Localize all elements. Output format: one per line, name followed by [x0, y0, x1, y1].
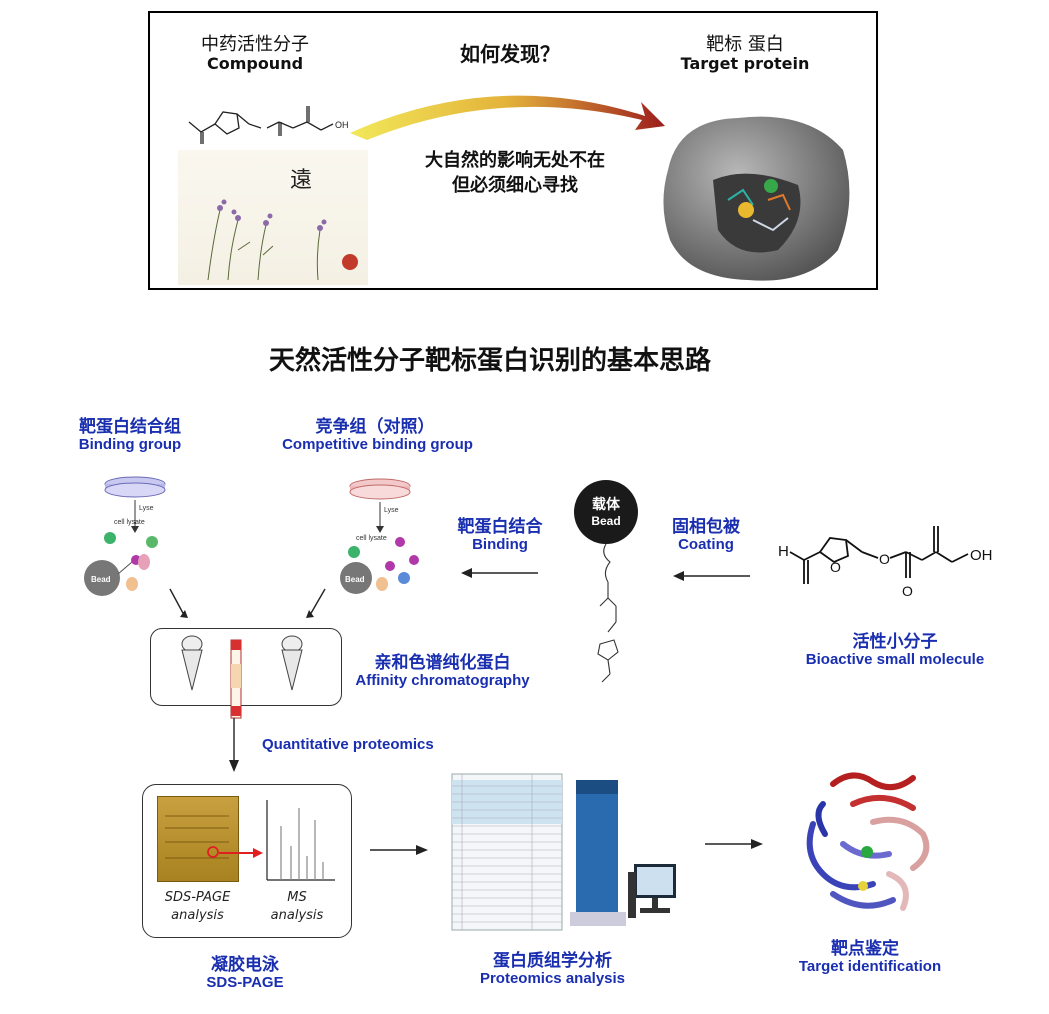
down-arrow-to-gel	[229, 718, 239, 772]
sds-analysis-line2: analysis	[171, 908, 224, 923]
quote-line-2: 但必须细心寻找	[452, 175, 578, 196]
target-identification-label-en: Target identification	[798, 958, 942, 975]
binding-step-en: Binding	[472, 536, 528, 553]
bead-label-cn: 载体	[592, 497, 620, 513]
binding-group-cn: 靶蛋白结合组	[79, 417, 181, 437]
coating-step-cn: 固相包被	[672, 517, 740, 537]
molecule-oh-top: OH	[335, 120, 349, 130]
bead-label-en: Bead	[591, 514, 621, 528]
ink-painting: 遠	[178, 150, 368, 285]
small-molecule-structure: H O O O OH	[778, 526, 993, 599]
small-molecule-label-en: Bioactive small molecule	[805, 651, 985, 668]
bead-linker-molecule	[597, 543, 619, 683]
molecule-oh: OH	[970, 547, 993, 564]
ms-analysis-line1: MS	[287, 890, 307, 905]
molecule-h: H	[778, 543, 789, 560]
ms-analysis-line2: analysis	[270, 908, 324, 923]
gel-to-ms-figure	[165, 800, 335, 881]
binding-step-cn: 靶蛋白结合	[457, 517, 543, 537]
binding-dish-bead: Bead	[91, 575, 111, 584]
protein-surface-image	[663, 116, 850, 281]
competitive-dish-lyse: Lyse	[384, 507, 399, 514]
top-panel	[148, 11, 878, 290]
question-text: 如何发现？	[460, 42, 560, 66]
proteomics-label-en: Proteomics analysis	[479, 970, 626, 987]
painting-character: 遠	[290, 168, 313, 193]
compound-label-en: Compound	[206, 54, 304, 73]
gel-ms-box	[142, 784, 352, 938]
proteomics-label-cn: 蛋白质组学分析	[493, 951, 612, 971]
competitive-dish-cell-lysate: cell lysate	[356, 535, 387, 542]
proteomics-instrument-image	[451, 773, 676, 931]
quantitative-proteomics-label: Quantitative proteomics	[262, 736, 434, 753]
sds-page-label-en: SDS-PAGE	[206, 974, 284, 991]
sds-analysis-line1: SDS-PAGE	[164, 890, 231, 905]
bead-black	[574, 480, 638, 544]
arrow-binding-left	[461, 568, 538, 578]
molecule-o-carbonyl: O	[902, 583, 913, 599]
small-molecule-label-cn: 活性小分子	[852, 632, 938, 652]
sds-page-label-cn: 凝胶电泳	[211, 955, 279, 975]
molecule-o-ring: O	[830, 559, 841, 575]
target-label-en: Target protein	[680, 54, 810, 73]
coating-step-en: Coating	[678, 536, 734, 553]
discovery-arrow	[350, 95, 665, 140]
binding-dish-cell-lysate: cell lysate	[114, 519, 145, 526]
target-protein-ribbon	[806, 772, 930, 911]
affinity-label-en: Affinity chromatography	[355, 672, 530, 689]
competitive-group-en: Competitive binding group	[282, 436, 473, 453]
compound-structure-top: OH	[188, 106, 349, 144]
competitive-dish-bead: Bead	[345, 575, 365, 584]
affinity-label-cn: 亲和色谱纯化蛋白	[374, 653, 511, 673]
affinity-chromatography-box	[150, 628, 342, 706]
compound-label-cn: 中药活性分子	[201, 34, 309, 55]
competitive-group-dish-figure: Lyse cell lysate Bead	[340, 478, 419, 594]
molecule-o-ester: O	[879, 551, 890, 567]
quote-line-1: 大自然的影响无处不在	[425, 150, 605, 171]
arrow-coating-left	[673, 571, 750, 581]
main-title: 天然活性分子靶标蛋白识别的基本思路	[268, 346, 711, 376]
converge-arrows	[169, 588, 326, 618]
arrow-proteomics-to-target	[705, 839, 763, 849]
target-label-cn: 靶标 蛋白	[706, 34, 784, 55]
binding-group-en: Binding group	[78, 436, 182, 453]
target-identification-label-cn: 靶点鉴定	[831, 939, 899, 959]
binding-dish-lyse: Lyse	[139, 505, 154, 512]
competitive-group-cn: 竞争组（对照）	[315, 417, 435, 437]
affinity-columns-figure	[181, 635, 303, 719]
binding-group-dish-figure: Lyse cell lysate Bead	[84, 476, 166, 596]
sds-gel-image	[157, 796, 239, 882]
arrow-gel-to-proteomics	[370, 845, 428, 855]
